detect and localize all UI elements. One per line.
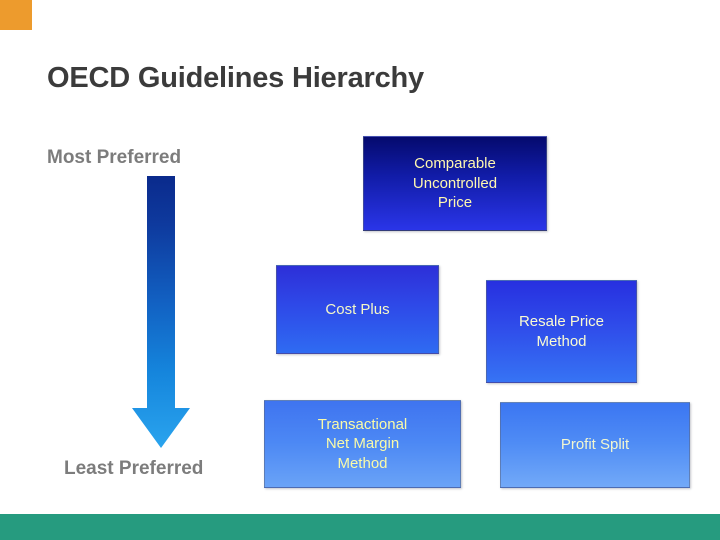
method-label: Transactional Net Margin Method <box>317 415 408 472</box>
preference-down-arrow-icon <box>132 176 190 452</box>
method-box-cup[interactable]: Comparable Uncontrolled Price <box>363 136 547 231</box>
method-box-profit-split[interactable]: Profit Split <box>500 402 690 488</box>
least-preferred-label: Least Preferred <box>64 458 204 479</box>
method-label: Resale Price Method <box>518 313 605 350</box>
method-label: Cost Plus <box>325 300 390 318</box>
method-label: Profit Split <box>560 436 630 454</box>
method-box-resale-price-method[interactable]: Resale Price Method <box>486 280 637 383</box>
method-box-transactional-net-margin-method[interactable]: Transactional Net Margin Method <box>264 400 461 488</box>
footer-bar <box>0 514 720 540</box>
page-title: OECD Guidelines Hierarchy <box>47 62 424 94</box>
method-label: Comparable Uncontrolled Price <box>412 155 498 212</box>
method-box-cost-plus[interactable]: Cost Plus <box>276 265 439 354</box>
corner-accent-block <box>0 0 32 30</box>
most-preferred-label: Most Preferred <box>47 147 182 168</box>
